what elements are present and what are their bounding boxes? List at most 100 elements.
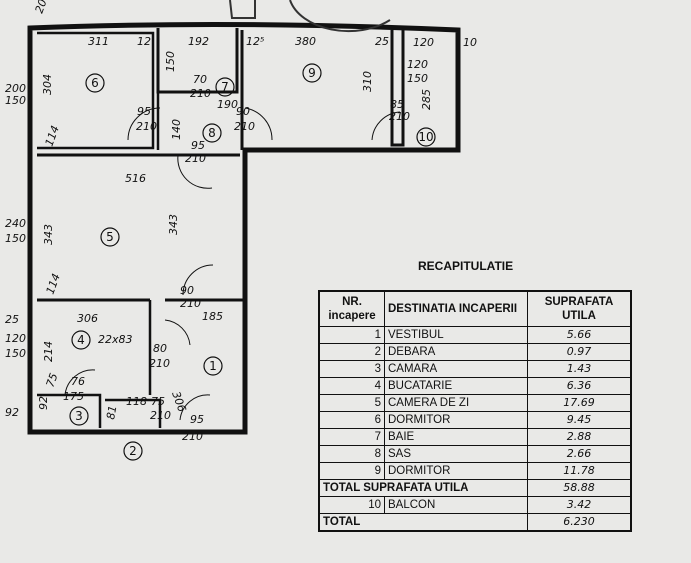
dimension-label: 95 (190, 413, 204, 426)
table-header: NR. incapere DESTINATIA INCAPERII SUPRAF… (318, 290, 632, 327)
dimension-label: 240 (5, 217, 26, 230)
room-area: 1.43 (527, 360, 632, 378)
room-number: 8 (208, 126, 216, 140)
header-destination: DESTINATIA INCAPERII (384, 290, 528, 327)
dimension-label: 185 (202, 310, 223, 323)
table-row: 6 DORMITOR 9.45 (318, 411, 632, 429)
room-area: 11.78 (527, 462, 632, 480)
dimension-label: 92 (37, 396, 50, 410)
dimension-label: 25 (375, 35, 389, 48)
dimension-label: 80 (153, 342, 167, 355)
room-area: 5.66 (527, 326, 632, 344)
room-number-circle (69, 406, 89, 426)
dimension-label: 214 (42, 341, 55, 362)
area-table: NR. incapere DESTINATIA INCAPERII SUPRAF… (318, 290, 632, 532)
dimension-label: 118 (126, 395, 147, 408)
room-number: 6 (91, 76, 99, 90)
room-number-circle (416, 127, 436, 147)
dimension-label: 380 (295, 35, 316, 48)
dimension-label: 92 (5, 406, 19, 419)
room-area: 2.88 (527, 428, 632, 446)
dimension-label: 85 (390, 98, 404, 111)
table-row: 7 BAIE 2.88 (318, 428, 632, 446)
dimension-label: 75 (151, 395, 165, 408)
dimension-label: 210 (150, 409, 171, 422)
table-row: 2 DEBARA 0.97 (318, 343, 632, 361)
dimension-label: 210 (182, 430, 203, 443)
dimension-label: 210 (180, 297, 201, 310)
room-name: DORMITOR (384, 411, 528, 429)
table-row: 5 CAMERA DE ZI 17.69 (318, 394, 632, 412)
room-number: 4 (77, 333, 85, 347)
room-name: CAMERA DE ZI (384, 394, 528, 412)
dimension-label: 210 (149, 357, 170, 370)
dimension-label: 200 (5, 82, 26, 95)
room-nr: 4 (318, 377, 385, 395)
room-number: 7 (221, 80, 229, 94)
room-number-circle (85, 73, 105, 93)
header-nr: NR. incapere (318, 290, 385, 327)
room-nr: 9 (318, 462, 385, 480)
dimension-label: 311 (88, 35, 109, 48)
dimension-label: 20 (33, 0, 50, 15)
room-nr: 8 (318, 445, 385, 463)
balcon-area: 3.42 (527, 496, 632, 514)
dimension-label: 95 (137, 105, 151, 118)
room-number-circle (203, 356, 223, 376)
dimension-label: 114 (44, 272, 63, 296)
room-number-circle (302, 63, 322, 83)
dimension-label: 210 (234, 120, 255, 133)
table-row: 1 VESTIBUL 5.66 (318, 326, 632, 344)
room-nr: 3 (318, 360, 385, 378)
room-name: BAIE (384, 428, 528, 446)
dimension-label: 150 (5, 232, 26, 245)
room-name: DEBARA (384, 343, 528, 361)
table-row: 3 CAMARA 1.43 (318, 360, 632, 378)
dimension-label: 192 (188, 35, 209, 48)
recap-title: RECAPITULATIE (418, 259, 514, 273)
dimension-label: 210 (185, 152, 206, 165)
dimension-label: 306 (77, 312, 98, 325)
room-number-circle (123, 441, 143, 461)
room-name: VESTIBUL (384, 326, 528, 344)
dimension-label: 190 (217, 98, 238, 111)
dimension-label: 343 (167, 214, 180, 235)
dimension-label: 22x83 (98, 333, 133, 346)
room-number: 5 (106, 230, 114, 244)
dimension-label: 120 (413, 36, 434, 49)
room-nr: 5 (318, 394, 385, 412)
dimension-label: 81 (104, 404, 119, 420)
room-area: 9.45 (527, 411, 632, 429)
dimension-label: 150 (164, 51, 177, 72)
room-number: 2 (129, 444, 137, 458)
dimension-label: 12⁵ (246, 35, 264, 48)
dimension-label: 210 (136, 120, 157, 133)
room-nr: 1 (318, 326, 385, 344)
table-row: 8 SAS 2.66 (318, 445, 632, 463)
header-area: SUPRAFATA UTILA (527, 290, 632, 327)
room-number-circle (202, 123, 222, 143)
dimension-label: 12 (137, 35, 151, 48)
dimension-label: 343 (42, 224, 55, 245)
dimension-label: 150 (5, 347, 26, 360)
dimension-label: 175 (63, 390, 84, 403)
dimension-label: 10 (463, 36, 477, 49)
dimension-label: 90 (236, 105, 250, 118)
room-nr: 2 (318, 343, 385, 361)
dimension-label: 306 (169, 390, 188, 414)
stamp (229, 0, 391, 33)
dimension-label: 285 (420, 89, 433, 110)
dimension-label: 310 (361, 71, 374, 92)
balcon-name: BALCON (384, 496, 528, 514)
room-number-circle (215, 77, 235, 97)
room-area: 2.66 (527, 445, 632, 463)
balcon-row: 10 BALCON 3.42 (318, 496, 632, 514)
room-name: CAMARA (384, 360, 528, 378)
room-area: 6.36 (527, 377, 632, 395)
room-number-circle (71, 330, 91, 350)
dimension-label: 150 (5, 94, 26, 107)
door-swings (64, 107, 401, 421)
room-nr: 7 (318, 428, 385, 446)
total-util-label: TOTAL SUPRAFATA UTILA (318, 479, 528, 497)
